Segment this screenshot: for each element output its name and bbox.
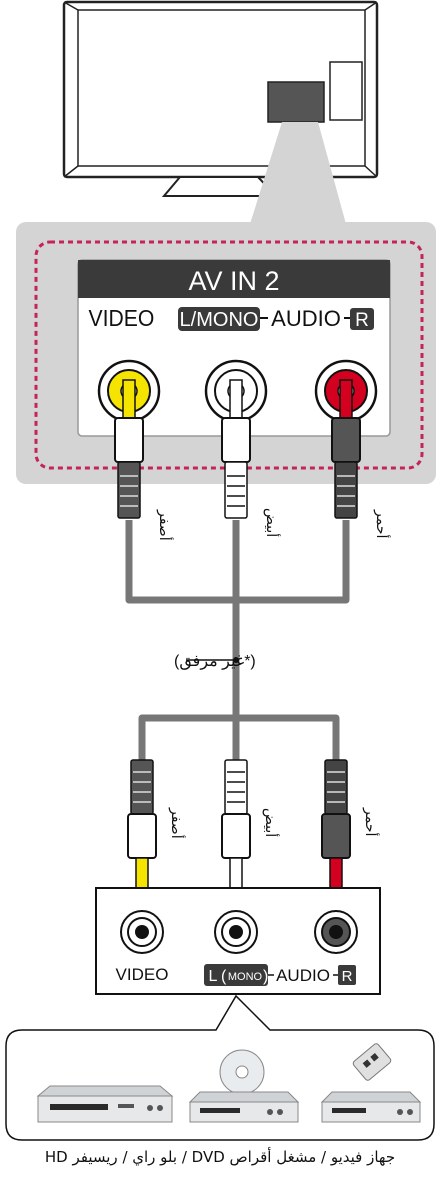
plug-white-lower bbox=[221, 759, 251, 895]
plug-video-upper bbox=[114, 379, 144, 519]
plug-red-upper bbox=[331, 379, 361, 519]
lower-label-yellow: أصفر bbox=[168, 807, 187, 839]
device-audio-left-jack bbox=[214, 910, 258, 954]
svg-text:(: ( bbox=[221, 968, 227, 985]
device-mono-label: MONO bbox=[228, 971, 263, 983]
lmono-label-box bbox=[178, 307, 260, 331]
tv-illustration bbox=[62, 0, 379, 197]
lmono-label: L/MONO bbox=[180, 309, 259, 331]
device-r-box bbox=[338, 965, 356, 985]
device-l-label: L bbox=[209, 968, 218, 985]
device-l-box bbox=[204, 964, 268, 986]
device-video-label: VIDEO bbox=[116, 965, 169, 984]
upper-label-yellow: أصفر bbox=[156, 509, 175, 541]
device-audio-label: AUDIO bbox=[276, 966, 330, 985]
device-output-panel: VIDEO L ( MONO ) AUDIO R bbox=[95, 887, 381, 995]
r-label: R bbox=[355, 310, 369, 331]
device-r-label: R bbox=[342, 968, 353, 985]
video-label: VIDEO bbox=[89, 305, 155, 331]
device-audio-right-jack bbox=[314, 910, 358, 954]
panel-title: AV IN 2 bbox=[188, 266, 279, 296]
cable-wires bbox=[125, 520, 350, 762]
r-label-box bbox=[350, 308, 374, 330]
lower-label-red: أحمر bbox=[362, 807, 381, 836]
plug-red-lower bbox=[321, 759, 351, 895]
device-caption: جهاز فيديو / مشغل أقراص DVD / بلو راي / … bbox=[44, 1148, 396, 1166]
dvd-player-icon bbox=[188, 1049, 300, 1123]
vcr-device-icon bbox=[36, 1085, 174, 1123]
callout-wedge bbox=[250, 122, 346, 224]
panel-header-bar bbox=[78, 260, 390, 298]
tv-port-highlight bbox=[267, 81, 325, 123]
device-video-jack bbox=[120, 910, 164, 954]
plug-white-upper bbox=[221, 379, 251, 519]
audio-label: AUDIO bbox=[271, 306, 341, 331]
tv-side-port-area bbox=[329, 61, 363, 121]
note-leader-dot bbox=[233, 657, 239, 663]
upper-label-white: أبيض bbox=[263, 508, 282, 537]
lower-label-white: أبيض bbox=[262, 808, 281, 837]
svg-text:): ) bbox=[263, 968, 268, 985]
plug-video-lower bbox=[127, 759, 157, 895]
cable-note: (*غير مرفق) bbox=[174, 653, 256, 670]
tv-stand bbox=[161, 176, 279, 197]
hd-receiver-icon bbox=[320, 1043, 422, 1123]
upper-label-red: أحمر bbox=[373, 509, 392, 538]
